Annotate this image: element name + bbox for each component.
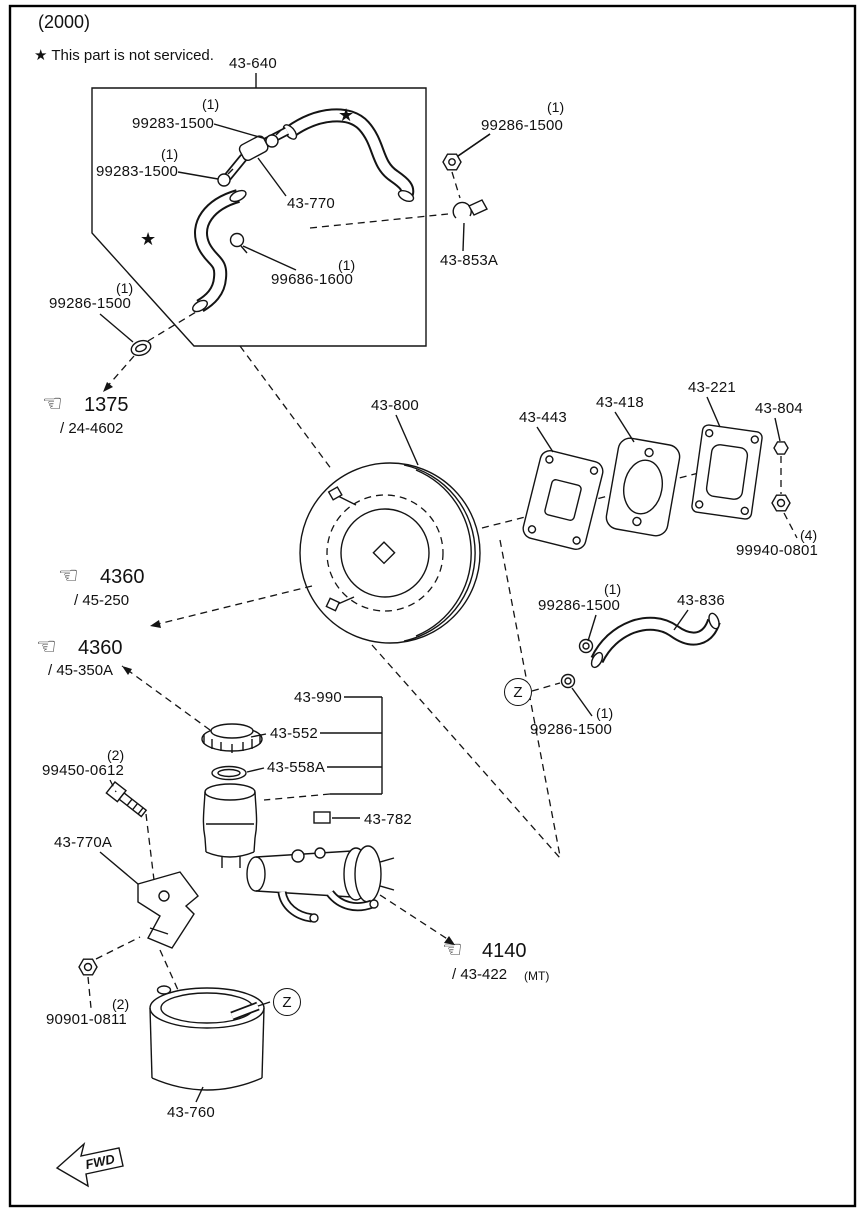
ref-4140-mt: (MT): [524, 969, 550, 983]
part-label-43-552: 43-552: [270, 725, 318, 742]
ref-4360-a: 4360: [100, 566, 145, 588]
brake-booster: [299, 414, 481, 644]
part-label-43-760: 43-760: [167, 1104, 215, 1121]
qty-99286-hose3: (1): [596, 705, 614, 721]
part-label-43-418: 43-418: [596, 394, 644, 411]
vacuum-hose-upper: [282, 108, 415, 202]
qty-90901: (2): [112, 996, 130, 1012]
fwd-arrow: FWD: [55, 1141, 124, 1188]
part-label-43-804: 43-804: [755, 400, 803, 417]
star-icon: ★: [338, 105, 355, 125]
part-label-43-770A: 43-770A: [54, 834, 113, 851]
part-label-99283-upper: 99283-1500: [132, 115, 215, 132]
hose-assembly-box: [91, 73, 427, 347]
hand-icon: ☜: [58, 562, 79, 588]
qty-99283-lower: (1): [161, 146, 179, 162]
bolt-99450: [105, 779, 155, 881]
reservoir-group-bracket: [263, 696, 383, 801]
part-label-99450: 99450-0612: [42, 762, 125, 779]
ref-4360-a-sub: / 45-250: [74, 592, 130, 609]
part-label-43-800: 43-800: [371, 397, 419, 414]
gasket-43-443: [522, 450, 604, 550]
part-label-43-221: 43-221: [688, 379, 736, 396]
star-icon: ★: [34, 47, 48, 64]
hose-clamp-lower: [177, 168, 234, 187]
part-label-43-782: 43-782: [364, 811, 412, 828]
ref-4360-b-sub: / 45-350A: [48, 662, 114, 679]
z-marker: Z: [504, 678, 532, 706]
qty-99286-hose2: (1): [604, 581, 622, 597]
not-serviced-text: This part is not serviced.: [51, 47, 214, 64]
hose-clamp-99686: [229, 232, 297, 271]
part-label-43-558A: 43-558A: [267, 759, 326, 776]
part-label-43-990: 43-990: [294, 689, 342, 706]
qty-99283-upper: (1): [202, 96, 220, 112]
part-label-99286-hose3: 99286-1500: [530, 721, 613, 738]
part-label-90901: 90901-0811: [46, 1011, 127, 1028]
page-title-year: (2000): [38, 12, 91, 32]
star-icon: ★: [140, 229, 157, 249]
hose-clamp-upper-z: [578, 614, 597, 654]
ref-4360-b: 4360: [78, 637, 123, 659]
part-label-43-853A: 43-853A: [440, 252, 499, 269]
nut-90901: [78, 936, 141, 1009]
part-label-43-443: 43-443: [519, 409, 567, 426]
master-cylinder: [246, 811, 395, 923]
nut-43-804: [773, 417, 789, 494]
part-label-99286-left: 99286-1500: [49, 295, 132, 312]
vacuum-hose-43-836: [590, 609, 721, 669]
reservoir-body: [202, 783, 258, 868]
hose-clamp-upper: [213, 123, 282, 148]
part-label-99940: 99940-0801: [736, 542, 819, 559]
hand-icon: ☜: [442, 936, 463, 962]
fwd-label: FWD: [84, 1151, 117, 1172]
cap-gasket: [211, 765, 265, 781]
fluid-tank: [149, 985, 271, 1103]
qty-99286-tr: (1): [547, 99, 565, 115]
qty-99450: (2): [107, 747, 125, 763]
hose-clamp-lower-z: [531, 673, 593, 717]
hand-icon: ☜: [42, 390, 63, 416]
part-label-99286-hose2: 99286-1500: [538, 597, 621, 614]
mounting-bracket: [99, 851, 199, 991]
part-label-43-640: 43-640: [229, 55, 277, 72]
ref-4140-sub: / 43-422: [452, 966, 508, 983]
check-valve-43-770: [222, 127, 290, 197]
qty-99286-left: (1): [116, 280, 134, 296]
spacer-43-221: [691, 424, 763, 520]
ref-4140: 4140: [482, 940, 527, 962]
ref-1375-sub: / 24-4602: [60, 420, 124, 437]
part-label-43-836: 43-836: [677, 592, 725, 609]
part-label-43-770: 43-770: [287, 195, 335, 212]
not-serviced-note: ★ This part is not serviced.: [34, 46, 214, 64]
vacuum-hose-lower: [192, 189, 247, 313]
clip-43-853A: [452, 199, 488, 252]
reservoir-cap: [201, 723, 267, 753]
nut-top-right: [442, 133, 491, 199]
qty-99686: (1): [338, 257, 356, 273]
qty-99940: (4): [800, 527, 818, 543]
page-border: [8, 4, 857, 1208]
clamp-left: [99, 311, 197, 392]
z-marker: Z: [273, 988, 301, 1016]
nut-99940: [771, 494, 798, 539]
part-label-99283-lower: 99283-1500: [96, 163, 179, 180]
part-label-99286-tr: 99286-1500: [481, 117, 564, 134]
ref-1375: 1375: [84, 394, 129, 416]
plate-43-418: [605, 437, 681, 537]
hand-icon: ☜: [36, 633, 57, 659]
part-label-99686: 99686-1600: [271, 271, 354, 288]
